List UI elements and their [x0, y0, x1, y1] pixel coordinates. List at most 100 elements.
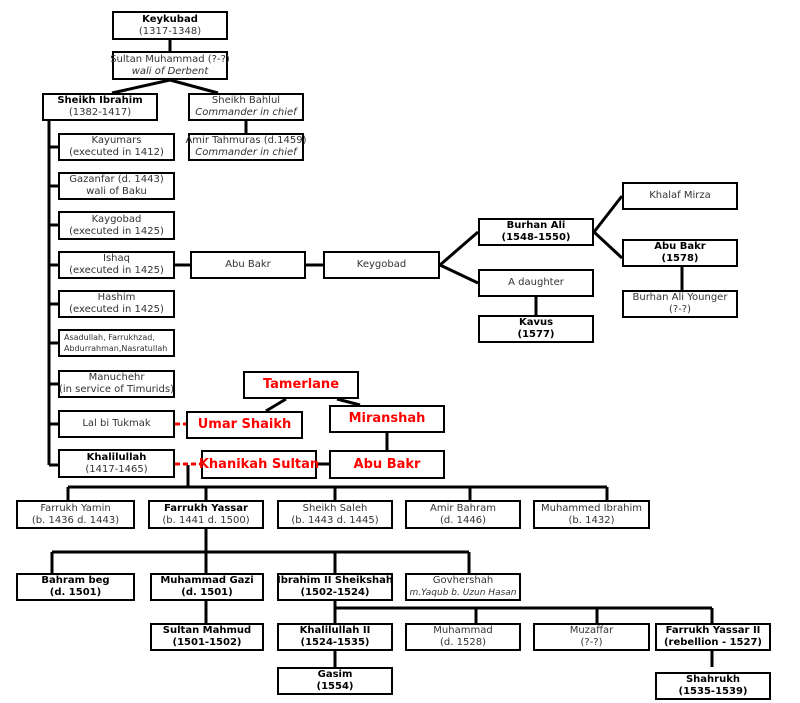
name: Ibrahim II Sheikshah	[276, 575, 394, 586]
name: Kaygobad	[91, 213, 142, 225]
marriage-note: m.Yaqub b. Uzun Hasan	[409, 588, 517, 598]
person-tamerlane: Tamerlane	[243, 371, 359, 399]
person-amir-tahmuras: Amir Tahmuras (d.1459)Commander in chief	[185, 133, 307, 161]
person-gazanfar: Gazanfar (d. 1443)wali of Baku	[58, 172, 175, 200]
person-keykubad: Keykubad(1317-1348)	[112, 11, 228, 40]
name: Muzaffar	[569, 625, 614, 636]
person-manuchehr: Manuchehr(in service of Timurids)	[58, 370, 175, 398]
person-muhammad: Muhammad(d. 1528)	[405, 623, 521, 651]
name: Sultan Muhammad (?-?)	[110, 53, 230, 65]
person-sultan-muhammad: Sultan Muhammad (?-?)wali of Derbent	[110, 51, 230, 80]
name: Burhan Ali	[506, 220, 566, 231]
name: Sheikh Saleh	[302, 502, 368, 514]
person-khanikah-sultan: Khanikah Sultan	[198, 450, 320, 479]
person-muhammed-ibrahim: Muhammed Ibrahim(b. 1432)	[533, 500, 650, 529]
dates: (executed in 1425)	[69, 225, 164, 237]
dates: (rebellion - 1527)	[663, 637, 762, 648]
name: Khalaf Mirza	[649, 190, 711, 201]
name: Gasim	[317, 669, 353, 680]
name: Muhammad Gazi	[160, 575, 254, 586]
dates: (1382-1417)	[68, 107, 132, 118]
title: wali of Baku	[86, 186, 147, 197]
person-burhan-ali: Burhan Ali(1548-1550)	[478, 218, 594, 246]
name: Khanikah Sultan	[198, 456, 320, 472]
dates: (executed in 1425)	[69, 304, 164, 315]
name: Manuchehr	[88, 372, 145, 383]
dates: (?-?)	[668, 304, 692, 315]
person-muzaffar: Muzaffar(?-?)	[533, 623, 650, 651]
dates: (?-?)	[580, 637, 603, 648]
person-muhammad-gazi: Muhammad Gazi(d. 1501)	[150, 573, 264, 601]
person-bahram-beg: Bahram beg(d. 1501)	[16, 573, 135, 601]
name: Farrukh Yassar II	[665, 625, 761, 636]
name: Farrukh Yamin	[40, 502, 111, 514]
name: Kavus	[518, 317, 554, 328]
name: Miranshah	[348, 411, 426, 426]
person-farrukh-yamin: Farrukh Yamin(b. 1436 d. 1443)	[16, 500, 135, 529]
dates: (1577)	[517, 329, 555, 340]
dates: (1502-1524)	[300, 587, 370, 598]
dates: (1317-1348)	[138, 25, 202, 37]
name: Abu Bakr	[225, 259, 271, 270]
dates: (b. 1441 d. 1500)	[162, 514, 250, 526]
name: Burhan Ali Younger	[632, 292, 728, 303]
person-gasim: Gasim(1554)	[277, 667, 393, 695]
dates: (b. 1432)	[568, 514, 615, 526]
person-kayumars: Kayumars(executed in 1412)	[58, 133, 175, 161]
name: Sheikh Ibrahim	[57, 95, 143, 106]
name: Tamerlane	[262, 377, 340, 392]
name: A daughter	[508, 277, 564, 288]
dates: (executed in 1425)	[69, 265, 164, 276]
person-hashim: Hashim(executed in 1425)	[58, 290, 175, 318]
dates: (1524-1535)	[300, 637, 370, 648]
person-abu-bakr: Abu Bakr	[190, 251, 306, 279]
name: Lal bi Tukmak	[82, 418, 151, 429]
dates: (d. 1501)	[49, 587, 102, 598]
name: Umar Shaikh	[197, 417, 292, 432]
title: Commander in chief	[195, 107, 297, 118]
name: Shahrukh	[685, 674, 740, 685]
dates: (1578)	[661, 253, 699, 264]
title: Commander in chief	[195, 147, 297, 158]
name: Amir Tahmuras (d.1459)	[185, 135, 307, 146]
name: Keygobad	[356, 259, 407, 270]
person-lal-bi-tukmak: Lal bi Tukmak	[58, 410, 175, 438]
person-ibrahim-ii-sheikshah: Ibrahim II Sheikshah(1502-1524)	[277, 573, 393, 601]
person-ishaq: Ishaq(executed in 1425)	[58, 251, 175, 279]
person-burhan-ali-younger: Burhan Ali Younger(?-?)	[622, 290, 738, 318]
person-a-daughter: A daughter	[478, 269, 594, 297]
person-khalilullah-ii: Khalilullah II(1524-1535)	[277, 623, 393, 651]
name: Hashim	[97, 292, 136, 303]
person-farrukh-yassar: Farrukh Yassar(b. 1441 d. 1500)	[148, 500, 264, 529]
person-sheikh-ibrahim: Sheikh Ibrahim(1382-1417)	[42, 93, 158, 121]
person-umar-shaikh: Umar Shaikh	[186, 411, 303, 439]
person-keygobad: Keygobad	[323, 251, 440, 279]
person-abu-bakr-timurid: Abu Bakr	[329, 450, 445, 479]
dates: (b. 1436 d. 1443)	[31, 514, 120, 526]
name: Khalilullah	[86, 451, 147, 463]
name: Kayumars	[91, 135, 142, 146]
person-kavus: Kavus(1577)	[478, 315, 594, 343]
person-farrukh-yassar-ii: Farrukh Yassar II(rebellion - 1527)	[655, 623, 771, 651]
person-khalilullah: Khalilullah(1417-1465)	[58, 449, 175, 478]
name: Sultan Mahmud	[162, 625, 252, 636]
person-abu-bakr-1578: Abu Bakr(1578)	[622, 239, 738, 267]
name: Gazanfar (d. 1443)	[69, 174, 164, 185]
names-line-1: Asadullah, Farrukhzad,	[64, 333, 155, 342]
dates: (1417-1465)	[85, 463, 148, 475]
dates: (executed in 1412)	[69, 147, 164, 158]
dates: (1535-1539)	[678, 686, 748, 697]
name: Khalilullah II	[299, 625, 371, 636]
name: Sheikh Bahlul	[211, 95, 281, 106]
person-sheikh-saleh: Sheikh Saleh(b. 1443 d. 1445)	[277, 500, 393, 529]
name: Ishaq	[103, 253, 130, 264]
person-kaygobad: Kaygobad(executed in 1425)	[58, 211, 175, 240]
name: Muhammad	[433, 625, 493, 636]
dates: (1548-1550)	[501, 232, 571, 243]
name: Farrukh Yassar	[164, 502, 248, 514]
dates: (d. 1501)	[181, 587, 233, 598]
name: Govhershah	[432, 575, 494, 586]
